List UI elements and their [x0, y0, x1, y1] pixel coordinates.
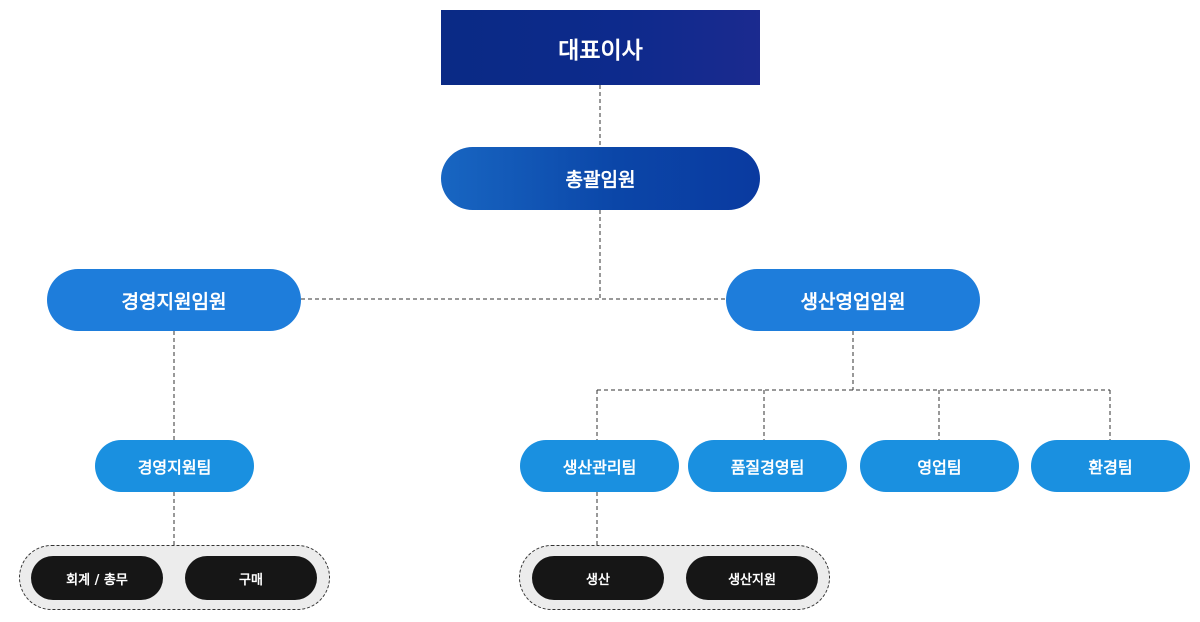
unit-production-support: 생산지원 [686, 556, 818, 600]
team-management-support: 경영지원팀 [95, 440, 254, 492]
team-quality-management: 품질경영팀 [688, 440, 847, 492]
ceo-box: 대표이사 [441, 10, 760, 85]
management-units-group: 회계 / 총무 구매 [19, 545, 330, 610]
management-executive-box: 경영지원임원 [47, 269, 301, 331]
production-executive-box: 생산영업임원 [726, 269, 980, 331]
team-production-management: 생산관리팀 [520, 440, 679, 492]
team-environment: 환경팀 [1031, 440, 1190, 492]
unit-accounting-general-affairs: 회계 / 총무 [31, 556, 163, 600]
team-sales: 영업팀 [860, 440, 1019, 492]
general-executive-box: 총괄임원 [441, 147, 760, 210]
unit-production: 생산 [532, 556, 664, 600]
production-units-group: 생산 생산지원 [519, 545, 830, 610]
unit-purchasing: 구매 [185, 556, 317, 600]
